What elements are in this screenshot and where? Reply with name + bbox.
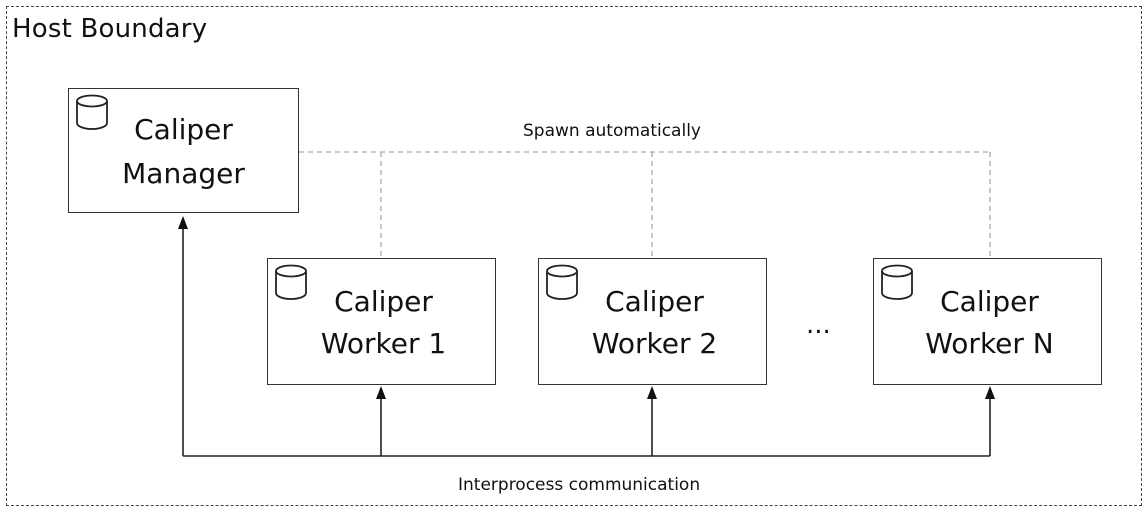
arrowhead-worker-n xyxy=(985,386,995,399)
database-icon xyxy=(76,94,108,130)
caliper-worker-2-node[interactable]: Caliper Worker 2 xyxy=(538,258,767,385)
more-workers-ellipsis: ... xyxy=(806,310,831,340)
ipc-lines xyxy=(182,228,991,457)
node-title-line-2: Worker N xyxy=(925,327,1054,360)
caliper-worker-n-node[interactable]: Caliper Worker N xyxy=(873,258,1102,385)
node-title-line-1: Caliper xyxy=(605,285,704,318)
spawn-lines xyxy=(299,151,991,259)
caliper-worker-1-node[interactable]: Caliper Worker 1 xyxy=(267,258,496,385)
node-title-line-1: Caliper xyxy=(940,285,1039,318)
caliper-manager-node[interactable]: Caliper Manager xyxy=(68,88,299,213)
ipc-label: Interprocess communication xyxy=(458,475,701,495)
database-icon xyxy=(881,264,913,300)
arrowhead-manager xyxy=(178,216,188,229)
node-title-line-2: Worker 1 xyxy=(320,327,447,360)
node-title-line-2: Worker 2 xyxy=(591,327,718,360)
database-icon xyxy=(275,264,307,300)
node-title-line-2: Manager xyxy=(122,157,245,190)
database-icon xyxy=(546,264,578,300)
node-title-line-1: Caliper xyxy=(134,113,233,146)
ipc-arrowheads xyxy=(178,216,995,399)
spawn-label: Spawn automatically xyxy=(523,121,701,141)
host-boundary xyxy=(6,6,1142,506)
arrowhead-worker-2 xyxy=(647,386,657,399)
host-boundary-label: Host Boundary xyxy=(12,14,208,44)
node-title-line-1: Caliper xyxy=(334,285,433,318)
arrowhead-worker-1 xyxy=(376,386,386,399)
